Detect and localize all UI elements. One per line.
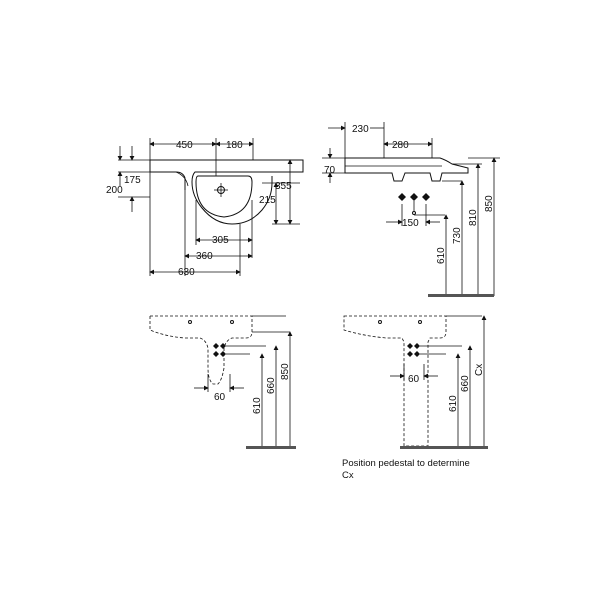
basin-side-outline — [344, 157, 469, 182]
basin-bowl — [195, 175, 253, 218]
dim-610-right: 610 — [448, 395, 459, 412]
basin-front-outline-right — [343, 315, 447, 447]
waste-connection-symbols — [398, 193, 430, 215]
dim-180: 180 — [226, 140, 243, 151]
dim-730: 730 — [452, 227, 463, 244]
dim-230: 230 — [352, 124, 369, 135]
dim-355: 355 — [275, 181, 292, 192]
dim-305: 305 — [212, 235, 229, 246]
dim-630: 630 — [178, 267, 195, 278]
waste-symbols-left — [213, 343, 226, 357]
top-view: 450 180 175 200 355 215 305 360 630 — [106, 138, 304, 278]
front-view-left: 60 610 660 850 — [149, 315, 296, 449]
dim-850: 850 — [484, 195, 495, 212]
dim-70: 70 — [324, 165, 336, 176]
dim-850-left: 850 — [280, 363, 291, 380]
basin-plan-outline — [149, 159, 304, 225]
dim-60-left: 60 — [214, 392, 226, 403]
dim-660-right: 660 — [460, 375, 471, 392]
dim-60-right: 60 — [408, 374, 420, 385]
dim-810: 810 — [468, 209, 479, 226]
dim-450: 450 — [176, 140, 193, 151]
dim-280: 280 — [392, 140, 409, 151]
dim-cx-right: Cx — [474, 364, 485, 376]
dim-215: 215 — [259, 195, 276, 206]
floor-line-right — [400, 446, 488, 449]
note-line-1: Position pedestal to determine — [342, 458, 470, 469]
dim-175: 175 — [124, 175, 141, 186]
side-view: 230 280 70 150 610 730 810 850 — [322, 122, 500, 297]
dim-360: 360 — [196, 251, 213, 262]
note-line-2: Cx — [342, 470, 354, 481]
front-view-right: 60 610 660 Cx — [343, 315, 488, 449]
dim-610-left: 610 — [252, 397, 263, 414]
waste-symbols-right — [407, 343, 420, 357]
floor-line — [428, 294, 494, 297]
basin-front-outline-left — [149, 315, 253, 385]
dim-200: 200 — [106, 185, 123, 196]
dim-150: 150 — [402, 218, 419, 229]
dim-610: 610 — [436, 247, 447, 264]
floor-line-left — [246, 446, 296, 449]
dim-660-left: 660 — [266, 377, 277, 394]
